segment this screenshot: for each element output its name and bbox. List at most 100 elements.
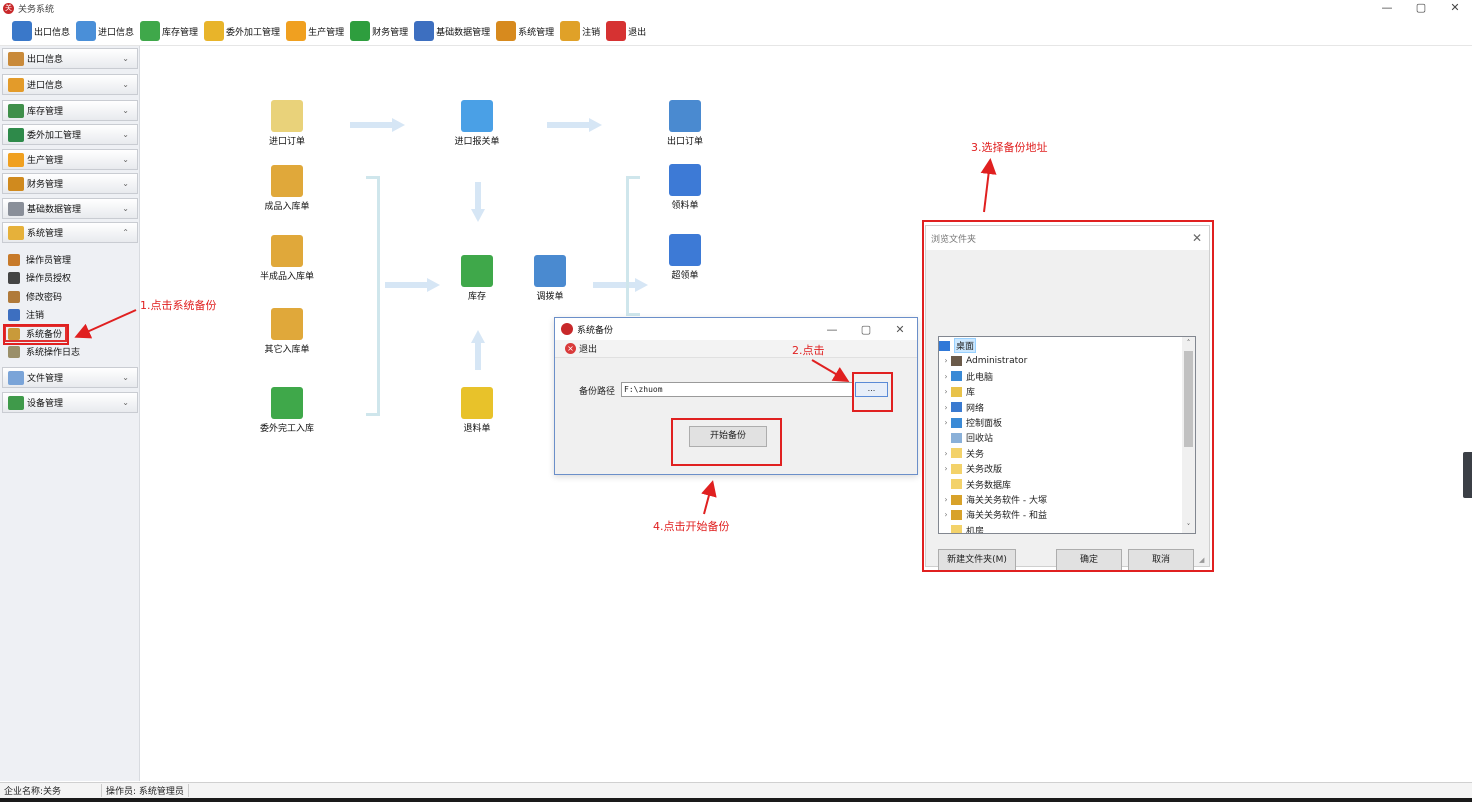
close-dialog-button[interactable]: ✕ xyxy=(1191,231,1203,245)
folder-tree-item[interactable]: 桌面 xyxy=(939,338,1182,353)
sidebar-group-icon xyxy=(8,152,24,167)
chevron-icon: ⌄ xyxy=(122,373,129,382)
sidebar-group-label: 出口信息 xyxy=(27,55,64,65)
flow-node[interactable]: 出口订单 xyxy=(645,100,725,147)
flow-node[interactable]: 进口订单 xyxy=(247,100,327,147)
backup-path-input[interactable]: F:\zhuom xyxy=(621,382,853,397)
exit-menu-item[interactable]: 退出 xyxy=(579,345,598,355)
sidebar-sub-item[interactable]: 注销 xyxy=(8,306,44,323)
close-dialog-button[interactable]: ✕ xyxy=(895,322,905,336)
title-bar: 关 关务系统 — ▢ ✕ xyxy=(0,0,1472,16)
expander-icon[interactable]: › xyxy=(944,402,948,412)
flow-node-icon xyxy=(669,164,701,196)
resize-grip-icon[interactable]: ◢ xyxy=(1199,556,1205,564)
folder-tree-item[interactable]: ›Administrator xyxy=(939,353,1182,368)
expander-icon[interactable]: › xyxy=(944,371,948,381)
minimize-button[interactable]: — xyxy=(826,322,838,336)
window-controls: — ▢ ✕ xyxy=(1370,0,1472,16)
sidebar-group[interactable]: 系统管理⌃ xyxy=(2,222,138,243)
sidebar-group[interactable]: 生产管理⌄ xyxy=(2,149,138,170)
sidebar-sub-item[interactable]: 系统操作日志 xyxy=(8,343,80,360)
toolbar-button-label: 基础数据管理 xyxy=(436,27,491,38)
flow-node[interactable]: 半成品入库单 xyxy=(247,235,327,282)
toolbar-button[interactable]: 退出 xyxy=(606,19,646,43)
folder-tree-item[interactable]: ›网络 xyxy=(939,400,1182,415)
vertical-scrollbar[interactable]: ˄ ˅ xyxy=(1182,337,1195,533)
sidebar-sub-item[interactable]: 系统备份 xyxy=(4,325,68,342)
expander-icon[interactable]: › xyxy=(944,387,948,397)
dialog-header: 浏览文件夹 ✕ xyxy=(926,226,1209,250)
sidebar-group[interactable]: 出口信息⌄ xyxy=(2,48,138,69)
flow-node-label: 成品入库单 xyxy=(264,202,310,212)
maximize-button[interactable]: ▢ xyxy=(860,322,872,336)
folder-tree-item[interactable]: › 控制面板 xyxy=(939,415,1182,430)
app-logo-icon: 关 xyxy=(3,2,14,14)
sidebar-sub-item[interactable]: 操作员管理 xyxy=(8,251,71,268)
sidebar-sub-item[interactable]: 修改密码 xyxy=(8,288,62,305)
sidebar-group[interactable]: 文件管理⌄ xyxy=(2,367,138,388)
expander-icon[interactable]: › xyxy=(944,510,948,520)
browse-button[interactable]: ... xyxy=(855,382,888,397)
sidebar-sub-item-icon xyxy=(8,253,20,266)
sidebar-sub-item-icon xyxy=(8,308,20,321)
sidebar-group[interactable]: 财务管理⌄ xyxy=(2,173,138,194)
toolbar-button[interactable]: 进口信息 xyxy=(76,19,134,43)
minimize-button[interactable]: — xyxy=(1381,1,1393,14)
toolbar-button-label: 进口信息 xyxy=(98,27,135,38)
toolbar-button[interactable]: 注销 xyxy=(560,19,600,43)
start-backup-button[interactable]: 开始备份 xyxy=(689,426,767,447)
sidebar-group[interactable]: 设备管理⌄ xyxy=(2,392,138,413)
close-window-button[interactable]: ✕ xyxy=(1450,1,1460,14)
folder-tree-item[interactable]: ›关务 xyxy=(939,446,1182,461)
folder-tree[interactable]: ˄ ˅ 桌面›Administrator›此电脑›库›网络›控制面板回收站›关务… xyxy=(938,336,1196,534)
toolbar-button[interactable]: 财务管理 xyxy=(350,19,408,43)
side-widget-tab[interactable] xyxy=(1463,452,1472,498)
expander-icon[interactable]: › xyxy=(944,356,948,366)
toolbar-button[interactable]: 库存管理 xyxy=(140,19,198,43)
chevron-icon: ⌄ xyxy=(122,179,129,188)
folder-tree-item[interactable]: 关务数据库 xyxy=(939,477,1182,492)
flow-node[interactable]: 成品入库单 xyxy=(247,165,327,212)
folder-tree-item[interactable]: ›海关关务软件 - 大塚 xyxy=(939,492,1182,507)
folder-tree-item[interactable]: ›海关关务软件 - 和益 xyxy=(939,507,1182,522)
folder-tree-item[interactable]: ›关务改版 xyxy=(939,461,1182,476)
toolbar-button[interactable]: 生产管理 xyxy=(286,19,344,43)
sidebar-group[interactable]: 进口信息⌄ xyxy=(2,74,138,95)
expander-icon[interactable]: › xyxy=(944,495,948,504)
flow-node[interactable]: 进口报关单 xyxy=(437,100,517,147)
flow-node[interactable]: 委外完工入库 xyxy=(247,387,327,434)
scroll-down-button[interactable]: ˅ xyxy=(1186,523,1191,531)
sidebar-sub-item[interactable]: 操作员授权 xyxy=(8,269,71,286)
sidebar-group[interactable]: 库存管理⌄ xyxy=(2,100,138,121)
folder-tree-label: 控制面板 xyxy=(966,419,1003,429)
toolbar-button[interactable]: 委外加工管理 xyxy=(204,19,280,43)
flow-node[interactable]: 调拨单 xyxy=(510,255,590,302)
flow-node[interactable]: 库存 xyxy=(437,255,517,302)
folder-icon xyxy=(951,402,962,413)
chevron-icon: ⌃ xyxy=(122,228,129,237)
toolbar-button[interactable]: 系统管理 xyxy=(496,19,554,43)
gear-icon xyxy=(286,21,307,41)
flow-node[interactable]: 领料单 xyxy=(645,164,725,211)
flow-node[interactable]: 其它入库单 xyxy=(247,308,327,355)
expander-icon[interactable]: › xyxy=(944,464,948,474)
sidebar-group[interactable]: 委外加工管理⌄ xyxy=(2,124,138,145)
toolbar-button[interactable]: 出口信息 xyxy=(12,19,70,43)
scroll-thumb[interactable] xyxy=(1184,351,1193,447)
annotation-step1: 1.点击系统备份 xyxy=(140,299,217,312)
folder-icon xyxy=(951,494,962,505)
sidebar-group[interactable]: 基础数据管理⌄ xyxy=(2,198,138,219)
sidebar-sub-item-label: 操作员管理 xyxy=(26,256,72,266)
flow-node[interactable]: 超领单 xyxy=(645,234,725,281)
folder-tree-item[interactable]: ›此电脑 xyxy=(939,369,1182,384)
scroll-up-button[interactable]: ˄ xyxy=(1186,339,1191,347)
sidebar-group-icon xyxy=(8,176,24,191)
maximize-button[interactable]: ▢ xyxy=(1415,1,1427,14)
expander-icon[interactable]: › xyxy=(944,448,948,458)
folder-tree-item[interactable]: 回收站 xyxy=(939,430,1182,445)
folder-tree-item[interactable]: ›库 xyxy=(939,384,1182,399)
flow-node[interactable]: 退料单 xyxy=(437,387,517,434)
toolbar-button[interactable]: 基础数据管理 xyxy=(414,19,490,43)
expander-icon[interactable]: › xyxy=(944,418,948,427)
folder-tree-item[interactable]: 机房 xyxy=(939,523,1182,533)
